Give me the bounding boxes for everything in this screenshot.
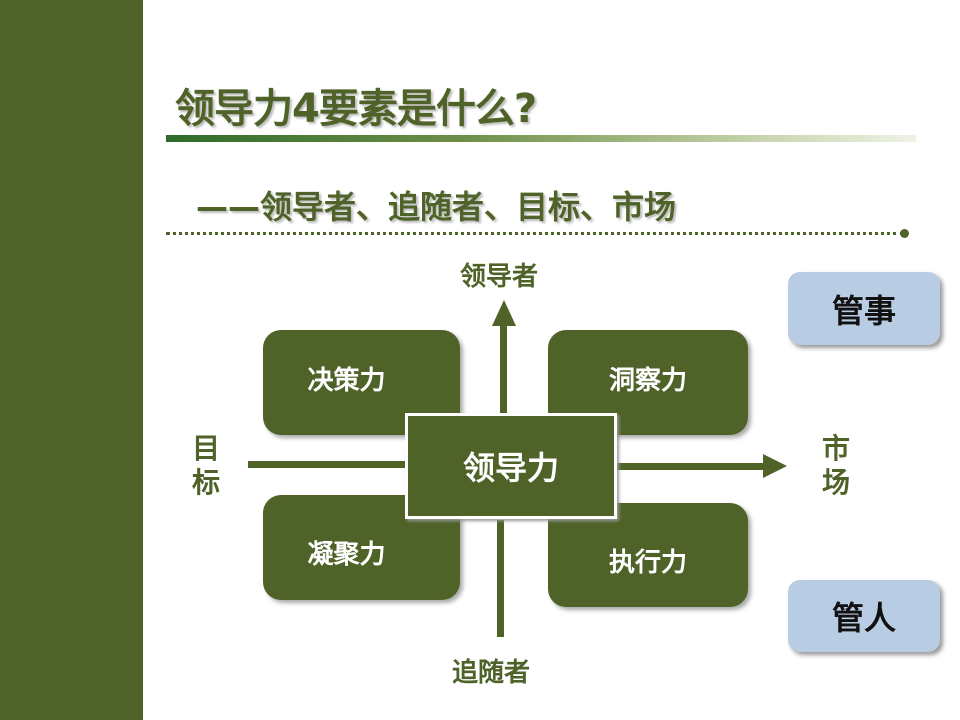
axis-label-bottom: 追随者 — [452, 658, 531, 688]
axis-label-right: 市场 — [821, 432, 850, 499]
tag-manage-affairs: 管事 — [788, 272, 940, 345]
horizontal-axis-right — [617, 463, 765, 470]
horizontal-axis-left — [248, 461, 406, 468]
axis-label-top: 领导者 — [460, 262, 539, 292]
arrow-up-icon — [492, 300, 516, 326]
slide-title: 领导力4要素是什么? — [175, 86, 537, 132]
slide-subtitle: ——领导者、追随者、目标、市场 — [196, 188, 677, 226]
quadrant-execution: 执行力 — [548, 503, 748, 607]
axis-label-left: 目标 — [191, 432, 220, 499]
quadrant-label: 执行力 — [608, 547, 687, 578]
quadrant-cohesion: 凝聚力 — [263, 495, 460, 600]
divider-end-dot — [900, 229, 909, 238]
arrow-right-icon — [763, 454, 787, 478]
quadrant-label: 凝聚力 — [307, 540, 386, 570]
center-leadership: 领导力 — [405, 413, 617, 519]
quadrant-decision: 决策力 — [263, 330, 460, 435]
quadrant-label: 洞察力 — [608, 366, 687, 396]
dotted-divider — [166, 232, 904, 235]
quadrant-label: 决策力 — [307, 366, 386, 396]
vertical-axis-lower — [497, 520, 504, 637]
title-underline — [166, 135, 916, 142]
tag-manage-people: 管人 — [788, 580, 940, 652]
sidebar-band — [0, 0, 143, 720]
vertical-axis-upper — [500, 322, 507, 414]
